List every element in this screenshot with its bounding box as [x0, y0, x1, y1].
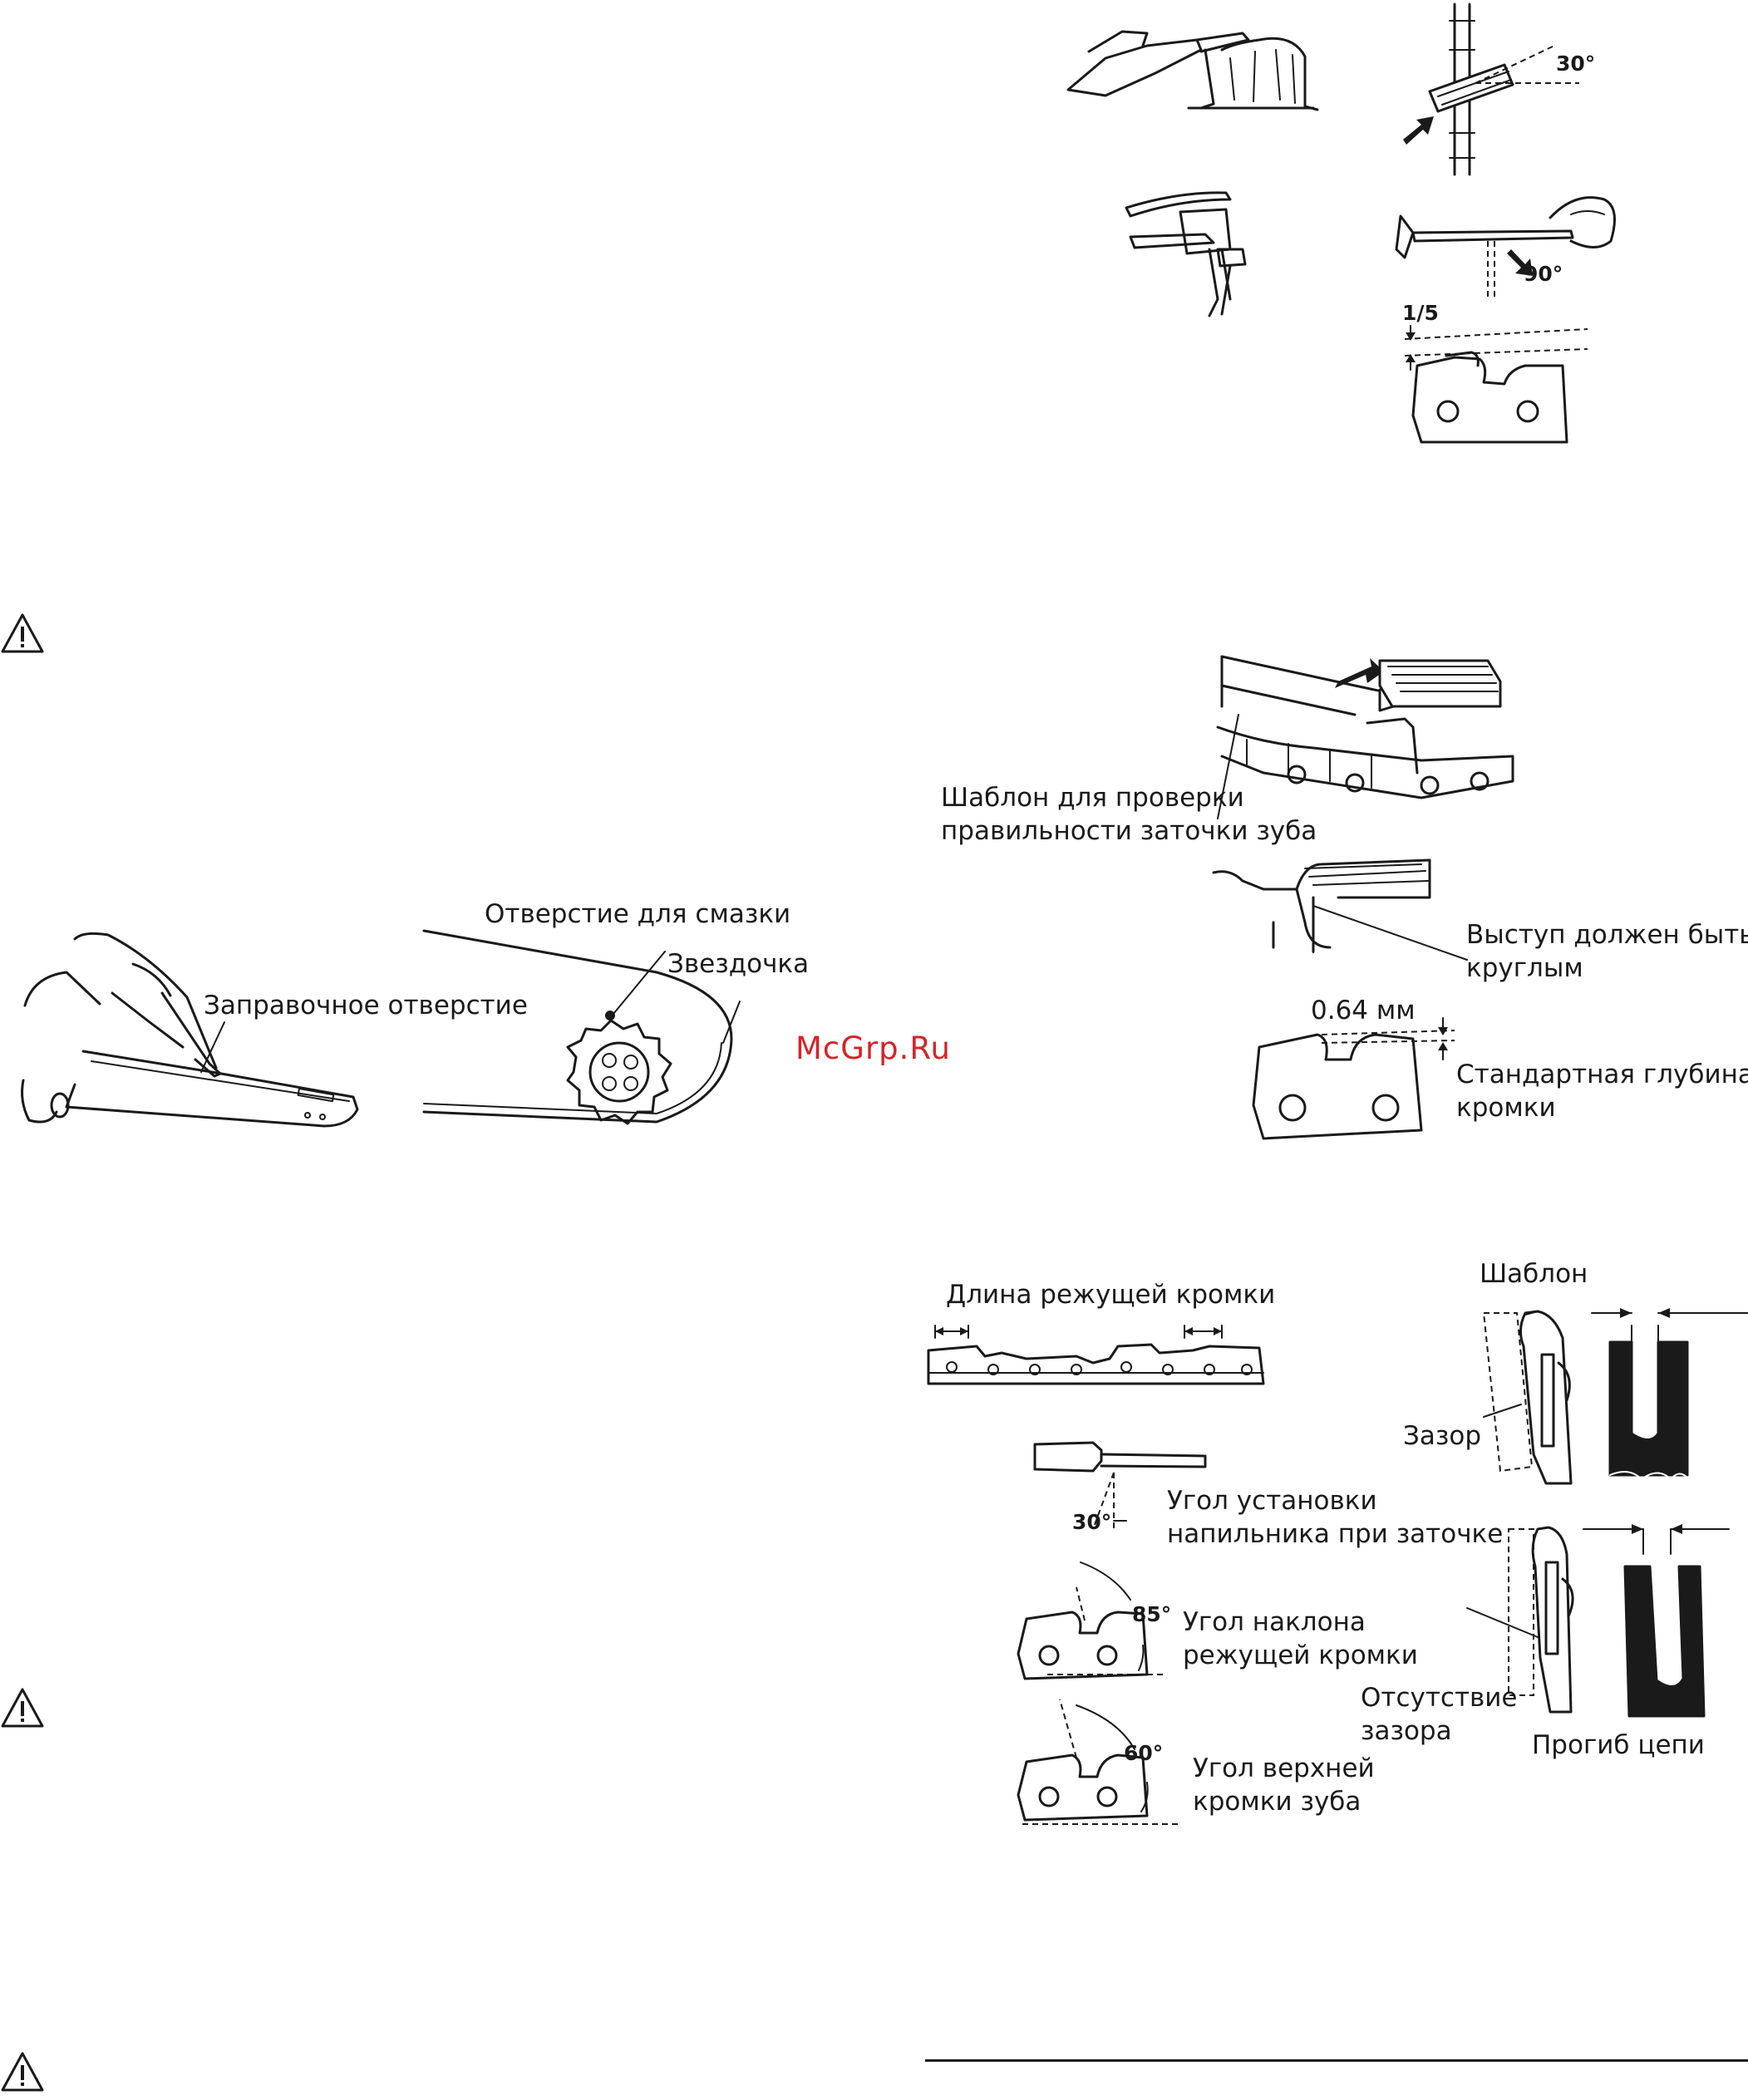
chainsaw-on-stump-illustration	[1066, 30, 1319, 111]
sprocket-leader	[722, 1001, 741, 1044]
file-angle-90-illustration	[1395, 196, 1616, 299]
file-angle-label-line2: напильника при заточке	[1167, 1519, 1504, 1549]
ratio-one-fifth-label: 1/5	[1402, 301, 1439, 325]
standard-depth-cutter-illustration	[1252, 1017, 1455, 1140]
refueling-hand-illustration	[21, 932, 359, 1128]
template-leader	[1217, 714, 1239, 819]
round-tooth-leader	[1312, 905, 1468, 961]
bar-gauge-no-gap-illustration	[1508, 1524, 1730, 1718]
warning-triangle-icon	[1, 613, 44, 653]
gap-label: Зазор	[1403, 1421, 1481, 1451]
top-angle-60-value: 60°	[1124, 1741, 1164, 1765]
template-label-line2: правильности заточки зуба	[941, 816, 1317, 846]
no-gap-label-line1: Отсутствие	[1361, 1683, 1518, 1713]
warning-triangle-icon	[1, 2052, 44, 2092]
cutter-85-illustration	[1017, 1561, 1164, 1680]
gap-leader	[1483, 1404, 1522, 1418]
oil-hole-leader	[613, 951, 666, 1015]
file-angle-30-value: 30°	[1072, 1510, 1112, 1534]
round-tooth-illustration	[1212, 858, 1431, 956]
edge-angle-label-line2: режущей кромки	[1183, 1640, 1418, 1670]
round-label-line2: круглым	[1466, 953, 1583, 983]
cutting-length-label: Длина режущей кромки	[946, 1280, 1276, 1310]
filler-hole-leader	[200, 1021, 225, 1073]
oil-hole-label: Отверстие для смазки	[485, 899, 791, 929]
bottom-rule	[925, 2059, 1748, 2062]
angle-30-label: 30°	[1556, 52, 1596, 76]
depth-value-label: 0.64 мм	[1311, 996, 1416, 1025]
sharpening-figure	[1066, 2, 1616, 444]
edge-angle-85-value: 85°	[1132, 1602, 1172, 1626]
depth-gauge-figure	[1212, 655, 1514, 1140]
edge-angle-label-line1: Угол наклона	[1183, 1607, 1366, 1637]
chain-strip-illustration	[927, 1325, 1265, 1385]
chain-sag-label: Прогиб цепи	[1532, 1730, 1705, 1760]
top-angle-label-line1: Угол верхней	[1193, 1753, 1375, 1783]
bar-in-vise-illustration	[1125, 191, 1247, 317]
template-label: Шаблон	[1480, 1259, 1588, 1289]
round-label-line1: Выступ должен быть	[1466, 920, 1748, 950]
cutter-angles-figure	[927, 1308, 1748, 1825]
lubrication-figure	[21, 929, 741, 1128]
bar-nose-sprocket-illustration	[422, 929, 733, 1125]
bar-gauge-gap-illustration	[1482, 1308, 1748, 1485]
depth-gauge-template-illustration	[1216, 655, 1514, 799]
no-gap-label-line2: зазора	[1361, 1716, 1452, 1746]
watermark: McGrp.Ru	[795, 1030, 951, 1066]
standard-depth-label-line1: Стандартная глубина	[1456, 1060, 1748, 1089]
cutter-60-illustration	[1017, 1699, 1180, 1825]
cutter-one-fifth-illustration	[1404, 325, 1588, 444]
sprocket-label: Звездочка	[667, 949, 810, 979]
angle-90-label: 90°	[1524, 262, 1563, 286]
top-angle-label-line2: кромки зуба	[1193, 1787, 1361, 1817]
standard-depth-label-line2: кромки	[1456, 1093, 1556, 1123]
no-gap-leader	[1466, 1607, 1539, 1638]
template-label-line1: Шаблон для проверки	[941, 783, 1244, 813]
file-angle-30-illustration	[1403, 2, 1579, 176]
file-handle-30-illustration	[1033, 1441, 1207, 1530]
file-angle-label-line1: Угол установки	[1167, 1486, 1377, 1516]
warning-triangle-icon	[1, 1688, 44, 1728]
filler-hole-label: Заправочное отверстие	[204, 991, 528, 1020]
